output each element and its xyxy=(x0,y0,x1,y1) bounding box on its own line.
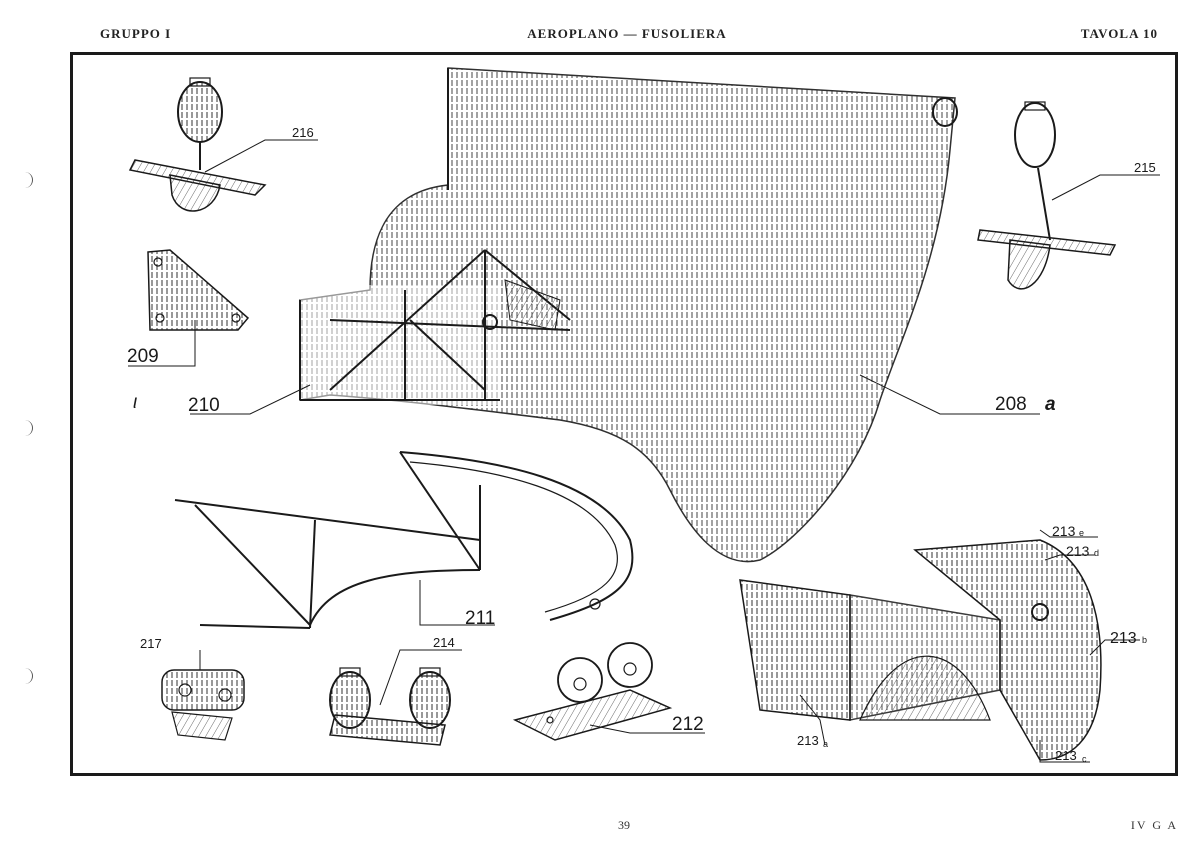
label-208: 208 xyxy=(995,394,1027,415)
label-209: 209 xyxy=(127,346,159,367)
label-213e: 213 xyxy=(1052,523,1076,539)
label-210: 210 xyxy=(188,395,220,416)
label-213d-suffix: d xyxy=(1094,548,1099,558)
header-title: AEROPLANO — FUSOLIERA xyxy=(527,26,727,41)
label-214: 214 xyxy=(433,635,455,650)
header-plate: TAVOLA 10 xyxy=(1080,26,1158,41)
punch-hole-mark xyxy=(18,420,33,436)
part-216-bracket xyxy=(128,77,267,212)
part-215-bracket xyxy=(977,101,1117,290)
label-208-suffix: a xyxy=(1045,394,1056,415)
label-211: 211 xyxy=(465,608,495,629)
label-213b-suffix: b xyxy=(1142,635,1147,645)
part-212-lug xyxy=(512,642,673,741)
part-213-cockpit-section xyxy=(739,539,1102,761)
label-216: 216 xyxy=(292,125,314,140)
stray-mark: ι xyxy=(133,392,137,413)
header-group: GRUPPO I xyxy=(100,26,172,41)
label-213b: 213 xyxy=(1110,630,1137,647)
part-210-frame xyxy=(299,249,571,405)
part-217-hinge xyxy=(161,669,245,741)
label-213c: 213 xyxy=(1055,748,1077,763)
label-215: 215 xyxy=(1134,160,1156,175)
page-number: 39 xyxy=(618,818,630,832)
label-213d: 213 xyxy=(1066,543,1090,559)
label-212: 212 xyxy=(672,714,704,735)
drawing-frame xyxy=(70,52,1178,776)
label-213a-suffix: a xyxy=(823,739,828,749)
part-211-frame xyxy=(174,451,634,629)
part-209-gusset xyxy=(147,249,250,331)
label-217: 217 xyxy=(140,636,162,651)
label-213e-suffix: e xyxy=(1079,528,1084,538)
punch-hole-mark xyxy=(18,668,33,684)
label-213c-suffix: c xyxy=(1082,754,1087,764)
punch-hole-mark xyxy=(18,172,33,188)
part-214-clamp xyxy=(329,667,451,746)
footer-code: IV G A xyxy=(1130,818,1178,832)
label-213a: 213 xyxy=(797,733,819,748)
leader-lines xyxy=(128,139,1160,763)
